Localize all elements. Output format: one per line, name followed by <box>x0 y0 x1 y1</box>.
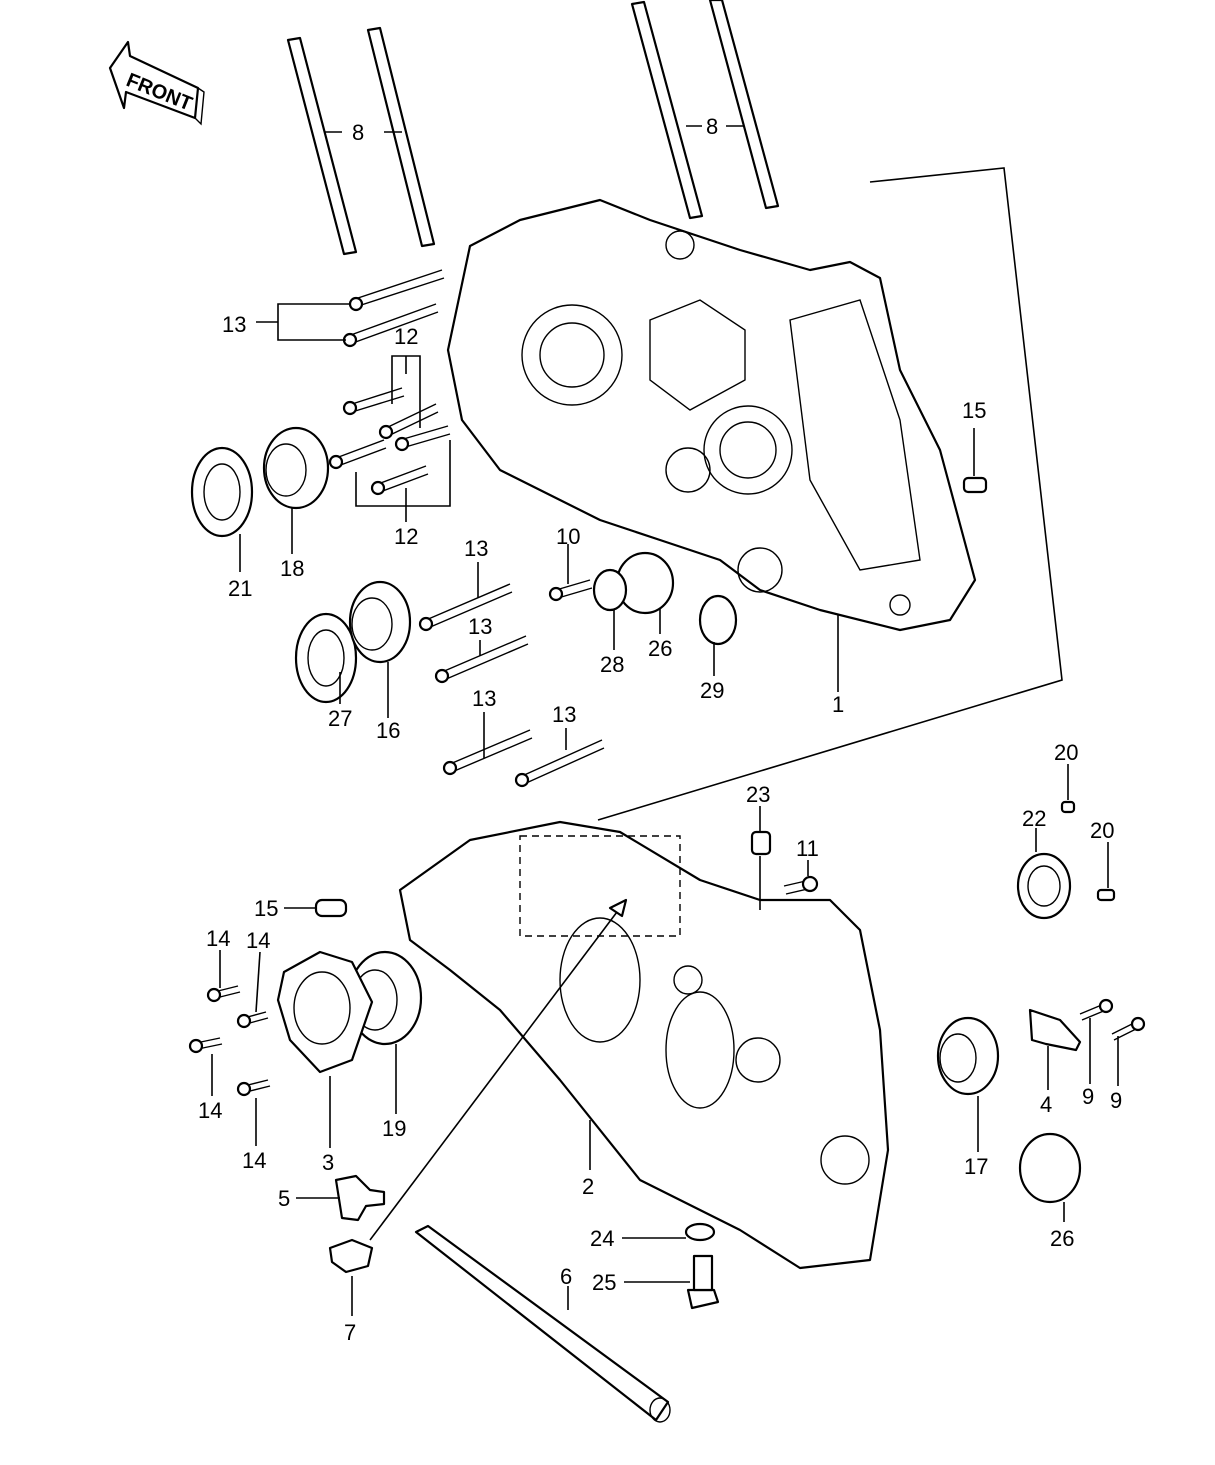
part-label-28: 28 <box>600 652 624 677</box>
part-label-7: 7 <box>344 1320 356 1345</box>
part-label-21: 21 <box>228 576 252 601</box>
stud-bolts <box>286 0 780 256</box>
part-label-4: 4 <box>1040 1092 1052 1117</box>
part-label-13: 13 <box>552 702 576 727</box>
part-label-2: 2 <box>582 1174 594 1199</box>
part-label-24: 24 <box>590 1226 614 1251</box>
part-label-19: 19 <box>382 1116 406 1141</box>
part-label-14: 14 <box>206 926 230 951</box>
part-label-26: 26 <box>648 636 672 661</box>
part-number-labels: 8 8 13 12 12 21 18 15 10 13 13 13 13 28 … <box>198 114 1122 1345</box>
part-label-10: 10 <box>556 524 580 549</box>
part-label-14: 14 <box>246 928 270 953</box>
part-label-17: 17 <box>964 1154 988 1179</box>
part-label-8: 8 <box>352 120 364 145</box>
part-label-9: 9 <box>1082 1084 1094 1109</box>
part-label-13: 13 <box>464 536 488 561</box>
part-label-3: 3 <box>322 1150 334 1175</box>
part-label-11: 11 <box>796 836 819 861</box>
part-label-15: 15 <box>962 398 986 423</box>
upper-crankcase <box>446 198 977 632</box>
part-label-5: 5 <box>278 1186 290 1211</box>
part-label-16: 16 <box>376 718 400 743</box>
part-label-13: 13 <box>468 614 492 639</box>
part-label-20: 20 <box>1090 818 1114 843</box>
part-label-14: 14 <box>198 1098 222 1123</box>
part-label-29: 29 <box>700 678 724 703</box>
leader-lines <box>211 125 1119 1316</box>
part-label-18: 18 <box>280 556 304 581</box>
part-label-23: 23 <box>746 782 770 807</box>
part-label-1: 1 <box>832 692 844 717</box>
part-label-25: 25 <box>592 1270 616 1295</box>
lower-crankcase <box>398 820 890 1270</box>
part-label-22: 22 <box>1022 806 1046 831</box>
bearings-and-seals <box>190 426 1116 1423</box>
part-label-12: 12 <box>394 524 418 549</box>
part-label-13: 13 <box>222 312 246 337</box>
part-label-8: 8 <box>706 114 718 139</box>
part-label-9: 9 <box>1110 1088 1122 1113</box>
part-label-15: 15 <box>254 896 278 921</box>
part-label-26: 26 <box>1050 1226 1074 1251</box>
part-label-27: 27 <box>328 706 352 731</box>
part-label-20: 20 <box>1054 740 1078 765</box>
part-label-6: 6 <box>560 1264 572 1289</box>
part-label-14: 14 <box>242 1148 266 1173</box>
bolts <box>188 269 1146 1097</box>
part-label-12: 12 <box>394 324 418 349</box>
part-label-13: 13 <box>472 686 496 711</box>
front-arrow-icon: FRONT <box>108 40 205 126</box>
